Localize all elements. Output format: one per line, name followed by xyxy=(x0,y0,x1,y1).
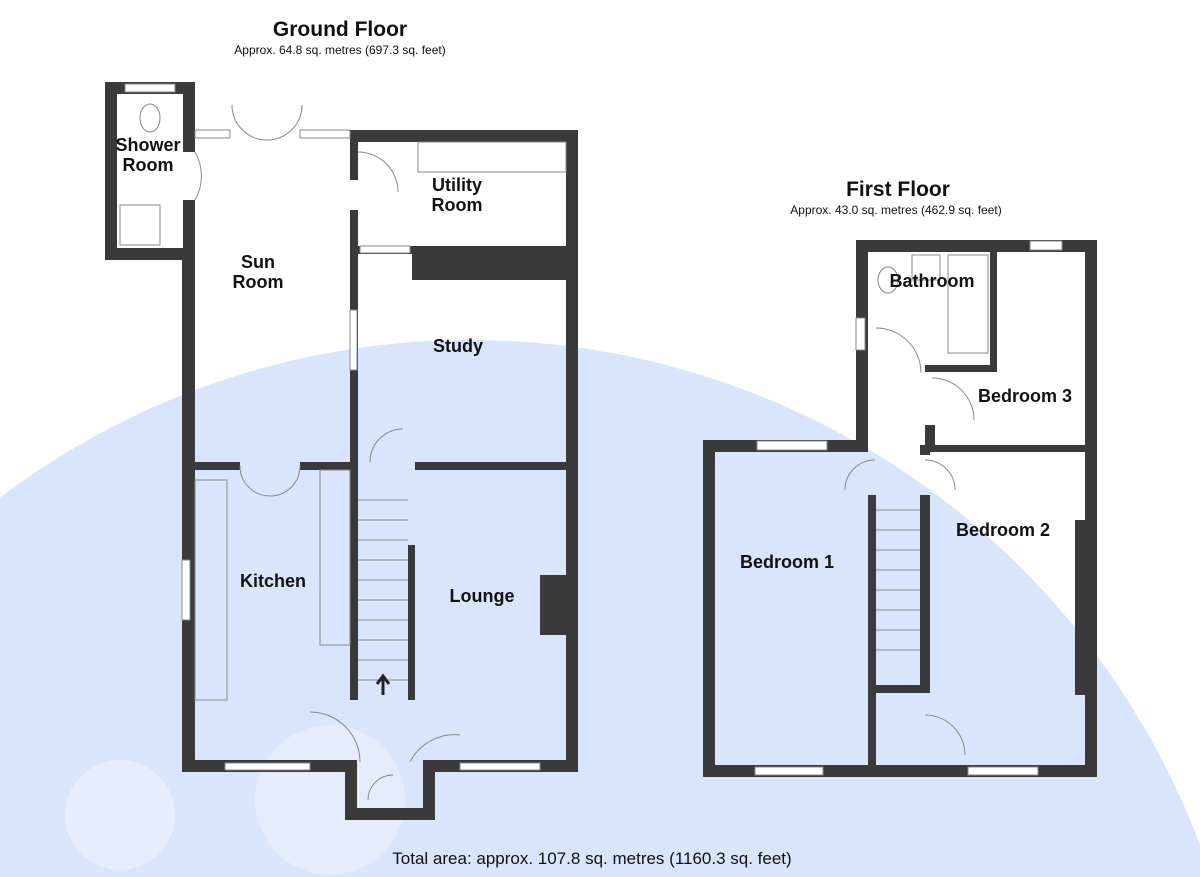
stairs-arrow-icon xyxy=(375,673,391,695)
room-label: Room xyxy=(232,272,284,292)
room-bedroom-2: Bedroom 2 xyxy=(955,520,1051,540)
room-study: Study xyxy=(432,336,483,356)
ground-floor-area: Approx. 64.8 sq. metres (697.3 sq. feet) xyxy=(234,43,446,57)
total-area: Total area: approx. 107.8 sq. metres (11… xyxy=(392,849,792,868)
room-bathroom: Bathroom xyxy=(889,271,975,291)
watermark xyxy=(0,339,1200,877)
room-label: Room xyxy=(122,155,174,175)
ground-floor-title: Ground Floor xyxy=(272,18,408,41)
room-kitchen: Kitchen xyxy=(239,571,306,591)
first-floor-area: Approx. 43.0 sq. metres (462.9 sq. feet) xyxy=(790,203,1002,217)
ground-floor-fixtures xyxy=(119,83,567,801)
room-bedroom-1: Bedroom 1 xyxy=(739,552,835,572)
room-label: Shower xyxy=(115,135,181,155)
room-label: Utility xyxy=(431,175,482,195)
room-label: Room xyxy=(431,195,483,215)
room-lounge: Lounge xyxy=(449,586,515,606)
room-bedroom-3: Bedroom 3 xyxy=(977,386,1073,406)
room-label: Sun xyxy=(241,252,275,272)
first-floor-title: First Floor xyxy=(846,178,950,201)
first-floor-fixtures xyxy=(754,240,1063,776)
